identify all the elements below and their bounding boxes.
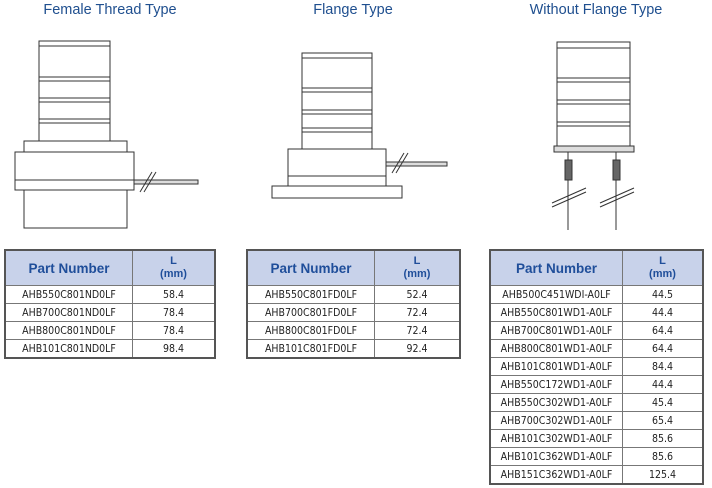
part-number-cell: AHB550C302WD1-A0LF — [489, 393, 623, 412]
part-number-cell: AHB550C801FD0LF — [246, 285, 375, 304]
length-cell: 72.4 — [374, 321, 461, 340]
length-cell: 44.5 — [622, 285, 704, 304]
part-number-cell: AHB101C801ND0LF — [4, 339, 133, 359]
header-length: L(mm) — [132, 249, 216, 286]
without-flange-drawing — [551, 41, 635, 230]
length-cell: 64.4 — [622, 339, 704, 358]
length-cell: 85.6 — [622, 429, 704, 448]
length-cell: 98.4 — [132, 339, 216, 359]
part-number-cell: AHB700C801WD1-A0LF — [489, 321, 623, 340]
part-number-cell: AHB800C801FD0LF — [246, 321, 375, 340]
length-cell: 58.4 — [132, 285, 216, 304]
without-flange-title: Without Flange Type — [529, 2, 663, 18]
part-number-cell: AHB101C801WD1-A0LF — [489, 357, 623, 376]
header-part-number: Part Number — [4, 249, 133, 286]
length-cell: 44.4 — [622, 375, 704, 394]
length-cell: 64.4 — [622, 321, 704, 340]
header-part-number: Part Number — [489, 249, 623, 286]
part-number-cell: AHB800C801WD1-A0LF — [489, 339, 623, 358]
part-number-cell: AHB101C801FD0LF — [246, 339, 375, 359]
length-cell: 84.4 — [622, 357, 704, 376]
length-cell: 78.4 — [132, 303, 216, 322]
header-length: L(mm) — [622, 249, 704, 286]
length-cell: 92.4 — [374, 339, 461, 359]
length-cell: 65.4 — [622, 411, 704, 430]
flange-title: Flange Type — [313, 2, 393, 18]
part-number-cell: AHB151C362WD1-A0LF — [489, 465, 623, 485]
header-part-number: Part Number — [246, 249, 375, 286]
part-number-cell: AHB101C302WD1-A0LF — [489, 429, 623, 448]
part-number-cell: AHB550C801WD1-A0LF — [489, 303, 623, 322]
length-cell: 78.4 — [132, 321, 216, 340]
part-number-cell: AHB550C172WD1-A0LF — [489, 375, 623, 394]
header-length: L(mm) — [374, 249, 461, 286]
part-number-cell: AHB500C451WDI-A0LF — [489, 285, 623, 304]
part-number-cell: AHB700C801ND0LF — [4, 303, 133, 322]
length-cell: 125.4 — [622, 465, 704, 485]
length-cell: 45.4 — [622, 393, 704, 412]
part-number-cell: AHB700C801FD0LF — [246, 303, 375, 322]
part-number-cell: AHB550C801ND0LF — [4, 285, 133, 304]
part-number-cell: AHB700C302WD1-A0LF — [489, 411, 623, 430]
part-number-cell: AHB101C362WD1-A0LF — [489, 447, 623, 466]
length-cell: 52.4 — [374, 285, 461, 304]
part-number-cell: AHB800C801ND0LF — [4, 321, 133, 340]
length-cell: 72.4 — [374, 303, 461, 322]
female-thread-title: Female Thread Type — [43, 2, 177, 18]
length-cell: 44.4 — [622, 303, 704, 322]
flange-drawing — [271, 52, 448, 199]
female-thread-drawing — [14, 40, 199, 229]
product-drawings — [14, 40, 635, 230]
length-cell: 85.6 — [622, 447, 704, 466]
